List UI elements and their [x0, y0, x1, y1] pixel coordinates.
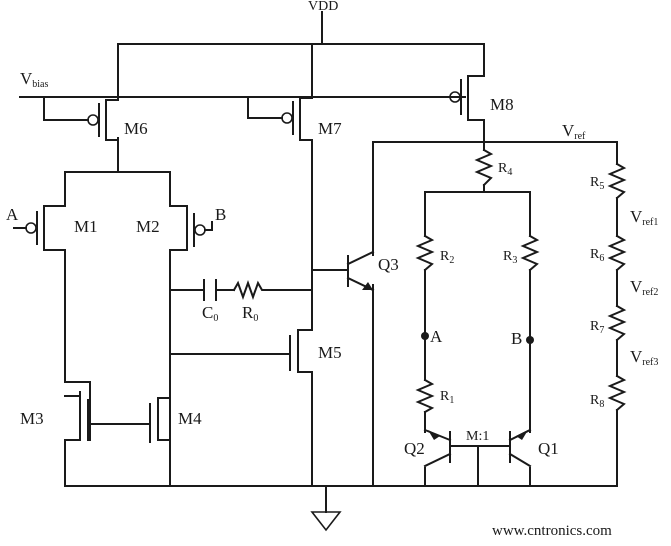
m5-transistor [289, 329, 313, 373]
resistor-r4 [474, 148, 494, 187]
r7-label: R7 [590, 319, 604, 336]
resistor-r6 [607, 234, 627, 272]
circuit-wires [19, 11, 618, 513]
m1-transistor [13, 205, 66, 251]
resistor-r3 [520, 234, 540, 272]
input-a-label: A [6, 205, 19, 224]
r6-label: R6 [590, 247, 604, 264]
vbias-label: Vbias [20, 69, 48, 90]
resistor-r2 [415, 234, 435, 272]
resistor-r1 [415, 378, 435, 414]
capacitor-c0 [203, 279, 217, 301]
m3-label: M3 [20, 409, 44, 428]
vdd-label: VDD [308, 0, 338, 14]
r2-label: R2 [440, 249, 454, 266]
r3-label: R3 [503, 249, 517, 266]
m1-label: M1 [74, 217, 98, 236]
r0-label: R0 [242, 303, 258, 324]
c0-label: C0 [202, 303, 218, 324]
m6-transistor [43, 95, 119, 141]
m3-transistor [64, 391, 91, 441]
m2-transistor [169, 205, 213, 251]
resistor-r5 [607, 162, 627, 200]
q2-transistor [423, 428, 452, 468]
m7-label: M7 [318, 119, 342, 138]
r5-label: R5 [590, 175, 604, 192]
m8-transistor [444, 75, 485, 121]
q1-label: Q1 [538, 439, 559, 458]
vref3-label: Vref3 [630, 347, 658, 368]
node-b-label: B [511, 329, 522, 348]
ground-symbol [310, 511, 342, 532]
watermark-text: www.cntronics.com [492, 523, 612, 539]
input-b-label: B [215, 205, 226, 224]
q3-label: Q3 [378, 255, 399, 274]
vref1-label: Vref1 [630, 207, 658, 228]
m6-label: M6 [124, 119, 148, 138]
m7-transistor [247, 95, 313, 141]
vref-label: Vref [562, 121, 586, 142]
q2-label: Q2 [404, 439, 425, 458]
r4-label: R4 [498, 161, 512, 178]
r1-label: R1 [440, 389, 454, 406]
resistor-r7 [607, 304, 627, 342]
m4-label: M4 [178, 409, 202, 428]
node-b-dot [526, 336, 534, 344]
resistor-r8 [607, 374, 627, 412]
node-a-dot [421, 332, 429, 340]
m5-label: M5 [318, 343, 342, 362]
m4-transistor [149, 397, 171, 443]
q1-transistor [508, 428, 532, 468]
resistor-r0 [232, 280, 266, 300]
node-a-label: A [430, 327, 443, 346]
ratio-label: M:1 [466, 429, 489, 444]
m2-label: M2 [136, 217, 160, 236]
q3-transistor [346, 250, 375, 292]
m8-label: M8 [490, 95, 514, 114]
vref2-label: Vref2 [630, 277, 658, 298]
r8-label: R8 [590, 393, 604, 410]
